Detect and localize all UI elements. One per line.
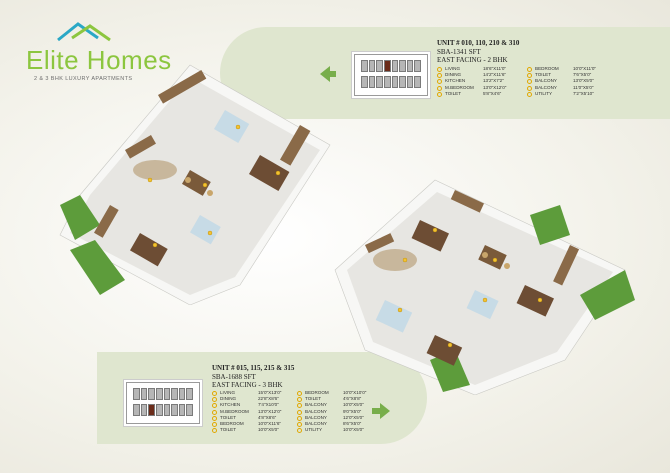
arrow-left-icon — [320, 66, 336, 82]
brand-name: Elite Homes — [26, 45, 172, 75]
arrow-right-icon — [372, 403, 390, 419]
circle-marker-icon — [437, 79, 442, 85]
circle-marker-icon — [297, 403, 302, 409]
top-key-plan — [354, 54, 428, 96]
circle-marker-icon — [297, 422, 302, 428]
circle-marker-icon — [437, 73, 442, 79]
top-unit-title: UNIT # 010, 110, 210 & 310 — [437, 39, 520, 47]
circle-marker-icon — [297, 415, 302, 421]
floor-plan-2bhk-image — [59, 64, 331, 305]
bottom-key-plan — [126, 382, 200, 424]
circle-marker-icon — [297, 397, 302, 403]
top-unit-area: SBA-1341 SFT — [437, 47, 481, 56]
circle-marker-icon — [212, 397, 217, 403]
circle-marker-icon — [212, 403, 217, 409]
circle-marker-icon — [527, 91, 532, 97]
circle-marker-icon — [527, 67, 532, 72]
circle-marker-icon — [527, 73, 532, 79]
circle-marker-icon — [437, 85, 442, 91]
circle-marker-icon — [212, 409, 217, 415]
circle-marker-icon — [212, 415, 217, 421]
bottom-unit-facing: EAST FACING - 3 BHK — [212, 381, 283, 389]
bottom-unit-title: UNIT # 015, 115, 215 & 315 — [212, 364, 295, 372]
circle-marker-icon — [212, 422, 217, 428]
circle-marker-icon — [437, 67, 442, 72]
top-unit-panel-bg — [220, 27, 670, 119]
circle-marker-icon — [297, 409, 302, 415]
circle-marker-icon — [212, 428, 217, 434]
circle-marker-icon — [437, 91, 442, 97]
circle-marker-icon — [297, 391, 302, 396]
floor-plan-3bhk-image — [334, 179, 635, 395]
top-unit-heading: UNIT # 010, 110, 210 & 310 SBA-1341 SFT … — [437, 39, 519, 65]
brand-tagline: 2 & 3 BHK LUXURY APARTMENTS — [34, 76, 133, 82]
circle-marker-icon — [297, 428, 302, 434]
house-roof-logo-icon — [57, 22, 111, 42]
bottom-unit-area: SBA-1688 SFT — [212, 372, 256, 381]
circle-marker-icon — [527, 85, 532, 91]
circle-marker-icon — [212, 391, 217, 396]
bottom-unit-heading: UNIT # 015, 115, 215 & 315 SBA-1688 SFT … — [212, 364, 294, 390]
circle-marker-icon — [527, 79, 532, 85]
top-unit-facing: EAST FACING - 2 BHK — [437, 56, 508, 64]
